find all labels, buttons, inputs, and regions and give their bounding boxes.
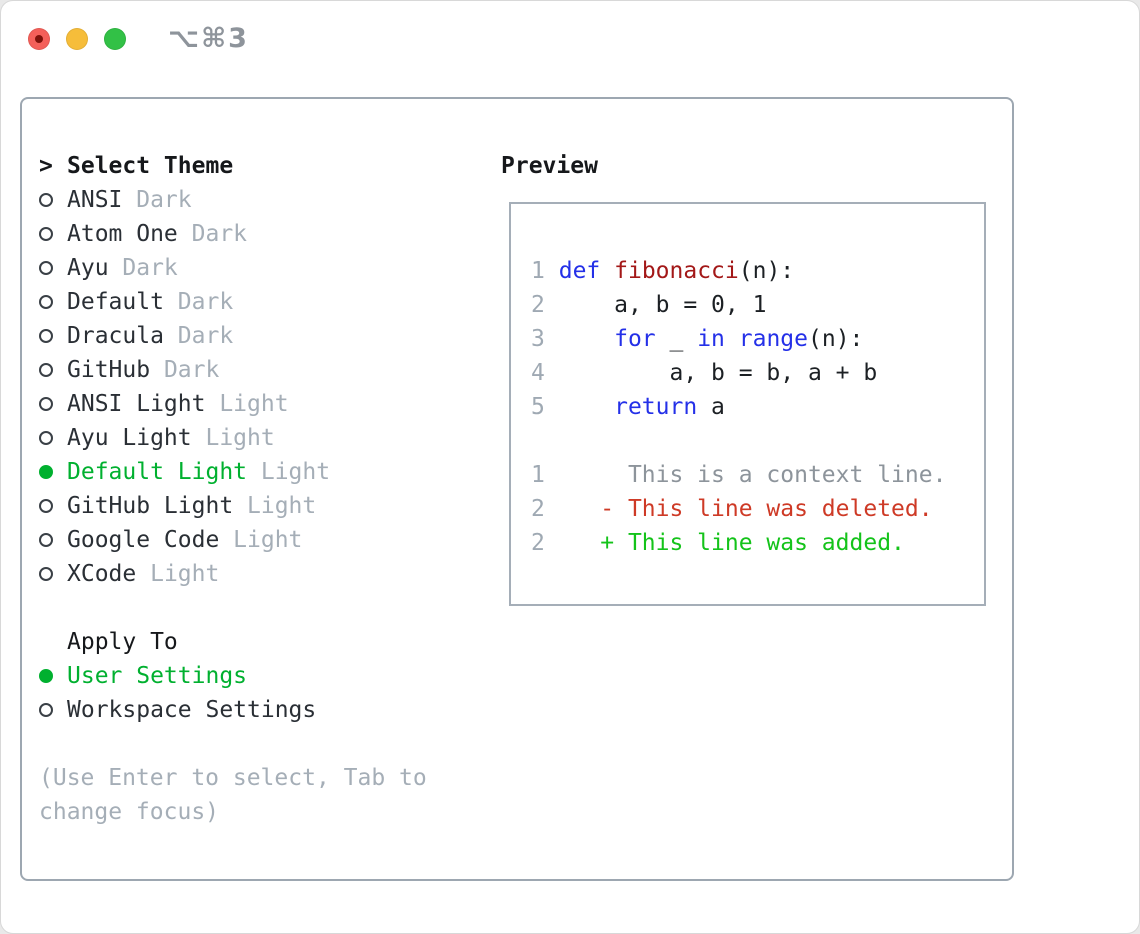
theme-variant: Light bbox=[219, 391, 289, 417]
line-number: 2 bbox=[531, 292, 545, 318]
theme-variant: Light bbox=[150, 561, 220, 587]
theme-option[interactable]: Ayu Light Light bbox=[39, 421, 427, 455]
line-number: 3 bbox=[531, 326, 545, 352]
line-number: 4 bbox=[531, 360, 545, 386]
radio-icon bbox=[39, 703, 67, 717]
unsaved-dot bbox=[35, 35, 43, 43]
code-line: 2 a, b = 0, 1 bbox=[531, 292, 767, 318]
theme-option-label: Google Code bbox=[67, 527, 220, 553]
traffic-light-zoom[interactable] bbox=[104, 28, 126, 50]
theme-variant: Light bbox=[233, 527, 303, 553]
apply-to-title: Apply To bbox=[67, 629, 178, 655]
code-line: 1 def fibonacci(n): bbox=[531, 258, 795, 284]
prompt-icon: > bbox=[39, 153, 53, 179]
traffic-light-close[interactable] bbox=[28, 28, 50, 50]
apply-option-label: User Settings bbox=[67, 663, 248, 689]
apply-option-label: Workspace Settings bbox=[67, 697, 317, 723]
theme-option[interactable]: GitHub Dark bbox=[39, 353, 427, 387]
theme-variant: Dark bbox=[177, 323, 234, 349]
code-line: 2 + This line was added. bbox=[531, 530, 905, 556]
select-theme-title: Select Theme bbox=[67, 153, 234, 179]
theme-option-label: ANSI bbox=[67, 187, 123, 213]
theme-variant: Light bbox=[260, 459, 331, 485]
theme-variant: Dark bbox=[191, 221, 248, 247]
theme-option-label: Atom One bbox=[67, 221, 178, 247]
theme-option[interactable]: ANSI Dark bbox=[39, 183, 427, 217]
preview-box: 1 def fibonacci(n): 2 a, b = 0, 1 3 for _ … bbox=[509, 202, 986, 606]
apply-option[interactable]: Workspace Settings bbox=[39, 693, 427, 727]
theme-option[interactable]: GitHub Light Light bbox=[39, 489, 427, 523]
preview-code: 1 def fibonacci(n): 2 a, b = 0, 1 3 for _ … bbox=[531, 220, 946, 560]
theme-variant: Dark bbox=[163, 357, 220, 383]
radio-icon bbox=[39, 397, 67, 411]
radio-icon bbox=[39, 227, 67, 241]
titlebar: ⌥⌘3 bbox=[1, 1, 1139, 77]
help-text: (Use Enter to select, Tab to change focus… bbox=[39, 761, 427, 829]
line-number: 1 bbox=[531, 462, 545, 488]
radio-icon bbox=[39, 567, 67, 581]
line-number: 5 bbox=[531, 394, 545, 420]
code-line: 5 return a bbox=[531, 394, 725, 420]
theme-option[interactable]: ANSI Light Light bbox=[39, 387, 427, 421]
code-line: 4 a, b = b, a + b bbox=[531, 360, 878, 386]
code-line: 3 for _ in range(n): bbox=[531, 326, 864, 352]
spacer bbox=[39, 727, 427, 761]
radio-icon bbox=[39, 363, 67, 377]
help-line: change focus) bbox=[39, 799, 220, 825]
radio-icon bbox=[39, 193, 67, 207]
theme-variant: Dark bbox=[122, 255, 178, 281]
theme-option-label: Dracula bbox=[67, 323, 164, 349]
radio-icon bbox=[39, 295, 67, 309]
theme-option[interactable]: XCode Light bbox=[39, 557, 427, 591]
traffic-light-minimize[interactable] bbox=[66, 28, 88, 50]
code-line: 1 This is a context line. bbox=[531, 462, 947, 488]
radio-selected-icon bbox=[39, 465, 67, 479]
theme-option[interactable]: Default Dark bbox=[39, 285, 427, 319]
radio-icon bbox=[39, 499, 67, 513]
theme-option[interactable]: Dracula Dark bbox=[39, 319, 427, 353]
radio-icon bbox=[39, 329, 67, 343]
theme-option-label: GitHub Light bbox=[67, 493, 234, 519]
theme-option-label: ANSI Light bbox=[67, 391, 206, 417]
theme-option-selected[interactable]: Default Light Light bbox=[39, 455, 427, 489]
blank-line bbox=[531, 220, 946, 254]
theme-option-label: Default Light bbox=[67, 459, 248, 485]
radio-icon bbox=[39, 533, 67, 547]
blank-line bbox=[531, 424, 946, 458]
code-line: 2 - This line was deleted. bbox=[531, 496, 933, 522]
line-number: 1 bbox=[531, 258, 545, 284]
radio-icon bbox=[39, 431, 67, 445]
theme-option[interactable]: Atom One Dark bbox=[39, 217, 427, 251]
apply-to-header: Apply To bbox=[39, 625, 427, 659]
apply-option-selected[interactable]: User Settings bbox=[39, 659, 427, 693]
window-title: ⌥⌘3 bbox=[168, 23, 249, 54]
theme-option-label: Ayu Light bbox=[67, 425, 192, 451]
radio-icon bbox=[39, 261, 67, 275]
theme-option-label: Ayu bbox=[67, 255, 109, 281]
line-number: 2 bbox=[531, 530, 545, 556]
line-number: 2 bbox=[531, 496, 545, 522]
theme-option-label: Default bbox=[67, 289, 164, 315]
theme-variant: Light bbox=[205, 425, 275, 451]
spacer bbox=[39, 591, 427, 625]
theme-option-label: GitHub bbox=[67, 357, 151, 383]
preview-header: Preview bbox=[501, 153, 598, 179]
radio-selected-icon bbox=[39, 669, 67, 683]
theme-option-label: XCode bbox=[67, 561, 137, 587]
theme-option[interactable]: Ayu Dark bbox=[39, 251, 427, 285]
help-line: (Use Enter to select, Tab to bbox=[39, 765, 427, 791]
theme-option[interactable]: Google Code Light bbox=[39, 523, 427, 557]
select-theme-header: > Select Theme bbox=[39, 149, 427, 183]
theme-variant: Dark bbox=[177, 289, 234, 315]
theme-variant: Dark bbox=[136, 187, 192, 213]
theme-variant: Light bbox=[247, 493, 317, 519]
